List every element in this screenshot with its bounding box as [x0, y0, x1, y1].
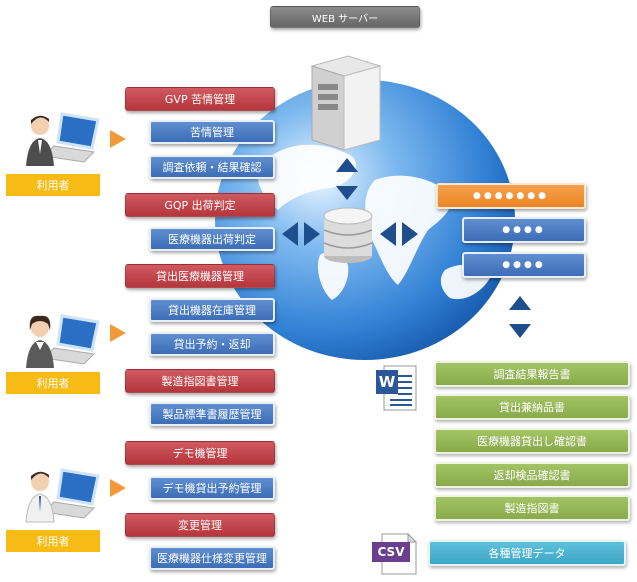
device-spec-change-button[interactable]: 医療機器仕様変更管理: [149, 546, 275, 570]
updown-arrow-icon: [509, 296, 531, 338]
change-management-button[interactable]: 変更管理: [125, 513, 275, 537]
gqp-shipment-judgment-button[interactable]: GQP 出荷判定: [125, 193, 275, 217]
return-inspection-button[interactable]: 返却検品確認書: [434, 462, 630, 488]
loan-delivery-note-button[interactable]: 貸出兼納品書: [434, 394, 630, 420]
investigation-request-button[interactable]: 調査依頼・結果確認: [149, 155, 275, 179]
device-shipment-judgment-button[interactable]: 医療機器出荷判定: [149, 227, 275, 251]
word-icon-letter: W: [378, 373, 396, 391]
user-at-laptop-icon: [26, 112, 100, 166]
user-at-laptop-icon: [26, 314, 100, 368]
product-standard-history-button[interactable]: 製品標準書履歴管理: [149, 402, 275, 426]
demo-device-management-button[interactable]: デモ機管理: [125, 441, 275, 465]
management-data-button[interactable]: 各種管理データ: [428, 540, 626, 566]
left-right-arrow-right-icon: [380, 222, 418, 246]
user-label-3: 利用者: [6, 530, 100, 552]
user-label-2: 利用者: [6, 372, 100, 394]
csv-icon-label: CSV: [377, 545, 405, 559]
arrow-right-icon: [110, 130, 126, 148]
manufacturing-order-button[interactable]: 製造指図書管理: [125, 369, 275, 393]
input-field-2[interactable]: ●●●●: [462, 252, 586, 278]
user-label-1: 利用者: [6, 174, 100, 196]
csv-file-icon: CSV: [372, 532, 418, 576]
word-document-icon: W: [376, 364, 418, 414]
investigation-report-button[interactable]: 調査結果報告書: [434, 361, 630, 387]
manufacturing-order-doc-button[interactable]: 製造指図書: [434, 495, 630, 521]
complaint-management-button[interactable]: 苦情管理: [149, 120, 275, 144]
loan-inventory-button[interactable]: 貸出機器在庫管理: [149, 298, 275, 322]
web-server-label: WEB サーバー: [270, 6, 420, 28]
gvp-complaint-management-button[interactable]: GVP 苦情管理: [125, 87, 275, 111]
user-at-laptop-icon: [25, 468, 100, 523]
password-field[interactable]: ●●●●●●●: [436, 183, 586, 209]
arrow-right-icon: [110, 324, 126, 342]
database-icon: [323, 207, 373, 263]
arrow-right-icon: [110, 479, 126, 497]
loan-confirmation-button[interactable]: 医療機器貸出し確認書: [434, 428, 630, 454]
server-icon: [310, 55, 382, 151]
loan-device-management-button[interactable]: 貸出医療機器管理: [125, 264, 275, 288]
demo-loan-reservation-button[interactable]: デモ機貸出予約管理: [149, 476, 275, 500]
left-right-arrow-left-icon: [282, 222, 320, 246]
input-field-1[interactable]: ●●●●: [462, 217, 586, 243]
updown-arrow-icon: [336, 158, 358, 200]
loan-reservation-button[interactable]: 貸出予約・返却: [149, 332, 275, 356]
